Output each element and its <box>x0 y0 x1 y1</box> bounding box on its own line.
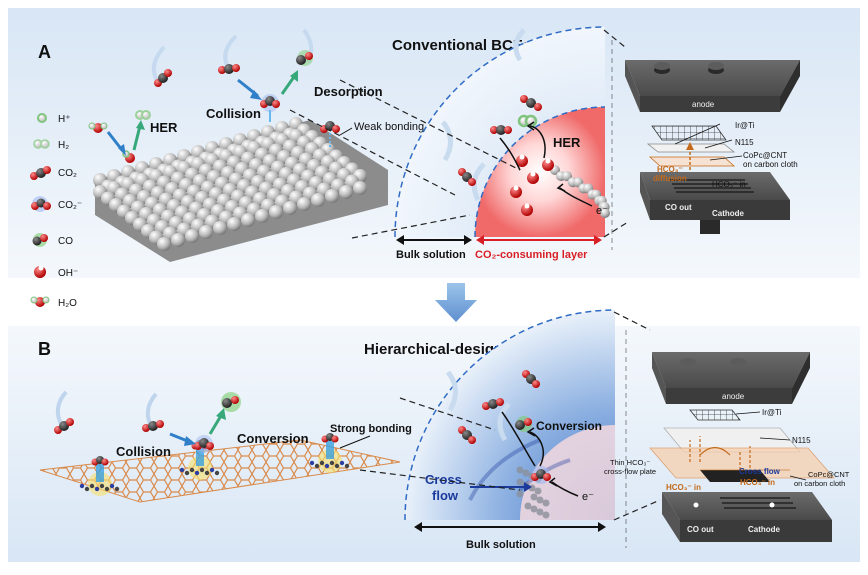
legend-label-co: CO <box>58 236 73 247</box>
device-b: anode Ir@Ti N115 Cross flow Thin HCO₃⁻ c… <box>604 352 850 542</box>
device-b-copc-sub: on carbon cloth <box>794 479 845 488</box>
co2-molecule <box>490 125 512 135</box>
device-b-cross-flow-label: Cross flow <box>739 467 781 476</box>
device-a-co-out-label: CO out <box>665 203 692 212</box>
device-a: anode Ir@Ti N115 CoPc@CNT on carbon clot… <box>625 60 800 234</box>
device-a-n115-label: N115 <box>735 138 754 147</box>
legend-h2-icon <box>33 139 50 149</box>
co2-molecule <box>522 370 540 388</box>
graphene-sheet <box>39 433 401 503</box>
co2-molecule <box>458 168 476 186</box>
label-bulk-solution-a: Bulk solution <box>396 249 466 261</box>
label-her-right: HER <box>553 135 581 150</box>
label-electron-a: e⁻ <box>596 205 608 217</box>
down-arrow-icon <box>435 283 477 322</box>
label-conversion-right: Conversion <box>536 419 602 433</box>
co-molecule <box>296 50 313 66</box>
device-a-irti-label: Ir@Ti <box>735 121 755 130</box>
legend-label-h2o: H₂O <box>58 298 77 309</box>
co2-molecule <box>482 398 504 410</box>
co-molecule <box>221 392 241 412</box>
oh-ion <box>542 158 554 171</box>
oh-ion <box>521 203 533 216</box>
co2-molecule <box>54 418 74 434</box>
panel-b-letter: B <box>38 339 51 359</box>
catalyst-slab <box>93 117 388 262</box>
legend-co-icon <box>32 233 48 247</box>
device-b-hco3-in-left: HCO₃⁻ in <box>666 483 701 492</box>
device-b-cathode-label: Cathode <box>748 525 781 534</box>
label-cross-flow-1: Cross <box>425 472 462 487</box>
label-desorption: Desorption <box>314 84 383 99</box>
oh-ion <box>527 171 539 184</box>
device-b-n115-label: N115 <box>792 436 811 445</box>
device-b-thin-label-1: Thin HCO₃⁻ <box>610 458 650 467</box>
legend-label-oh: OH⁻ <box>58 268 78 279</box>
co2-molecule <box>142 420 164 432</box>
label-collision-a: Collision <box>206 106 261 121</box>
panel-a-molecules <box>88 28 353 163</box>
co-molecule <box>515 416 532 432</box>
device-b-thin-label-2: cross-flow plate <box>604 467 656 476</box>
device-a-hco3-in-label: HCO₃⁻ in <box>712 180 746 189</box>
panel-b-zoom <box>404 309 616 521</box>
h2-molecule <box>135 110 151 120</box>
co2-molecule <box>320 121 340 133</box>
legend-label-h2: H₂ <box>58 140 69 151</box>
label-conversion-left: Conversion <box>237 431 309 446</box>
co2-molecule <box>218 64 240 74</box>
panel-a-title: Conventional BCEs <box>392 37 531 54</box>
panel-b-molecules <box>54 390 371 453</box>
device-a-copc-label: CoPc@CNT <box>743 151 787 160</box>
device-b-hco3-in-right: HCO₃⁻ in <box>740 478 775 487</box>
device-b-anode-label: anode <box>722 392 745 401</box>
legend-co2-anion-icon <box>31 196 51 212</box>
co2-molecule <box>520 95 542 111</box>
oh-ion <box>516 154 528 167</box>
label-weak-bonding: Weak bonding <box>354 121 424 133</box>
legend-label-co2-anion: CO₂⁻ <box>58 200 82 211</box>
co2-molecule <box>154 69 172 87</box>
device-a-copc-sub: on carbon cloth <box>743 160 798 169</box>
panel-a-zoom <box>394 26 610 238</box>
oh-ion <box>510 185 522 198</box>
legend-h2o-icon <box>30 296 50 307</box>
co2-anion-molecule <box>194 435 214 453</box>
legend-oh-icon <box>34 265 46 278</box>
device-a-hco3-label: HCO₃⁻ <box>657 165 683 174</box>
co2-anion-molecule <box>531 466 551 484</box>
label-electron-b: e⁻ <box>582 491 594 503</box>
panel-a-letter: A <box>38 42 51 62</box>
label-collision-b: Collision <box>116 444 171 459</box>
label-co2-layer: CO₂-consuming layer <box>475 249 588 261</box>
legend-co2-icon <box>30 166 51 180</box>
legend-label-co2: CO₂ <box>58 168 77 179</box>
device-b-irti-label: Ir@Ti <box>762 408 782 417</box>
label-cross-flow-2: flow <box>432 488 459 503</box>
h2-molecule <box>517 114 538 128</box>
co2-molecule <box>458 426 476 444</box>
label-strong-bonding: Strong bonding <box>330 423 412 435</box>
device-b-copc-label: CoPc@CNT <box>808 470 850 479</box>
device-a-anode-label: anode <box>692 100 715 109</box>
device-a-cathode-label: Cathode <box>712 209 745 218</box>
legend: H⁺ H₂ CO₂ CO₂⁻ CO OH⁻ <box>30 113 82 309</box>
co2-anion-molecule <box>260 94 280 112</box>
label-bulk-solution-b: Bulk solution <box>466 539 536 551</box>
h2o-molecule <box>88 122 108 133</box>
device-b-co-out-label: CO out <box>687 525 714 534</box>
legend-h-icon <box>37 113 47 123</box>
device-a-diffusion-label: diffusion <box>653 174 687 183</box>
legend-label-h: H⁺ <box>58 114 71 125</box>
label-her-left: HER <box>150 120 178 135</box>
